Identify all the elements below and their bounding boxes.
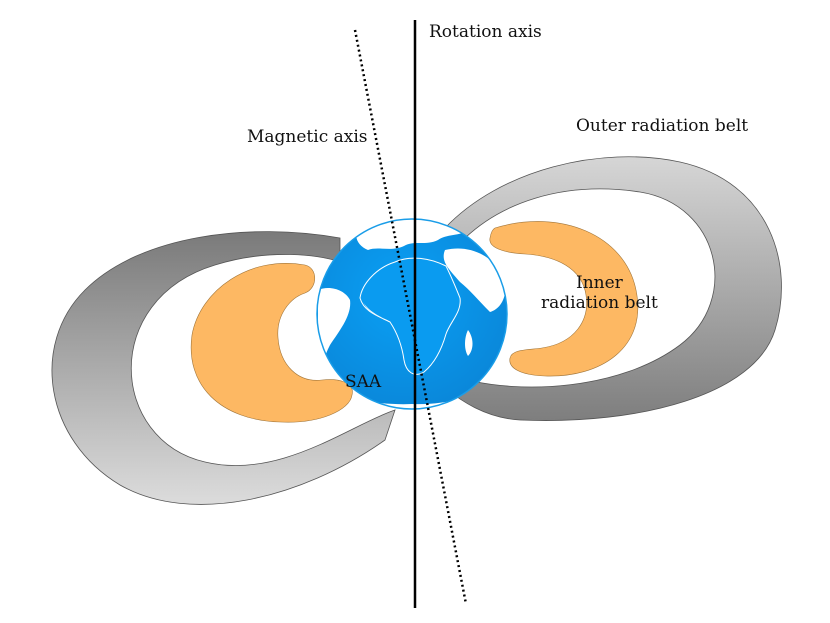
rotation-axis-label: Rotation axis — [429, 22, 542, 42]
inner-radiation-belt-label: Inner radiation belt — [541, 273, 658, 314]
outer-radiation-belt-label: Outer radiation belt — [576, 116, 749, 136]
inner-belt-label-line1: Inner — [575, 273, 623, 293]
outer-belt-left — [51, 231, 396, 505]
inner-belt-label-line2: radiation belt — [541, 293, 658, 314]
outer-belt-right — [444, 156, 782, 421]
magnetic-axis-label: Magnetic axis — [247, 127, 368, 147]
inner-belt-left — [190, 263, 353, 423]
saa-label: SAA — [345, 372, 382, 392]
inner-belt-right — [489, 221, 638, 377]
